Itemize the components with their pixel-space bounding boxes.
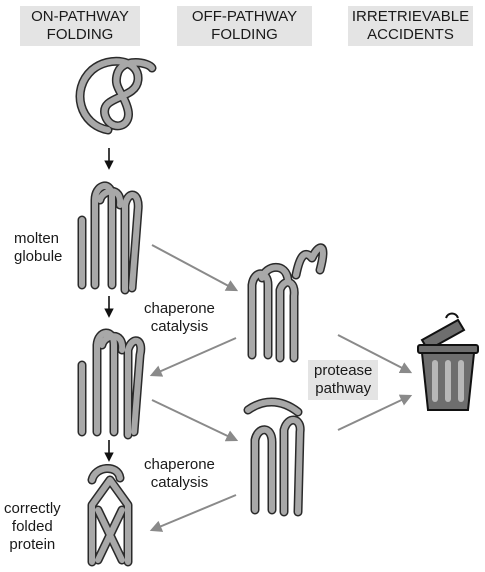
label-correctly-folded-protein: correctly folded protein xyxy=(4,500,61,554)
label-line: catalysis xyxy=(144,318,215,336)
label-chaperone-catalysis-2: chaperone catalysis xyxy=(144,456,215,492)
unfolded-chain xyxy=(80,61,152,130)
misfolded-protein-2 xyxy=(248,402,300,512)
misfolded-protein-1 xyxy=(252,248,323,358)
label-line: correctly xyxy=(4,500,61,518)
label-line: molten xyxy=(14,230,62,248)
correctly-folded-protein xyxy=(92,468,128,562)
folding-intermediate-protein xyxy=(82,333,141,435)
arrow-misfold-1-to-intermediate xyxy=(152,338,236,375)
arrow-misfold-2-to-bin xyxy=(338,396,410,430)
label-line: folded xyxy=(4,518,61,536)
label-line: pathway xyxy=(314,380,372,398)
label-line: chaperone xyxy=(144,456,215,474)
label-line: protein xyxy=(4,536,61,554)
label-line: globule xyxy=(14,248,62,266)
label-molten-globule: molten globule xyxy=(14,230,62,266)
molten-globule-protein xyxy=(82,186,138,290)
label-protease-pathway: protease pathway xyxy=(308,360,378,400)
arrow-intermediate-to-misfold-2 xyxy=(152,400,236,440)
label-chaperone-catalysis-1: chaperone catalysis xyxy=(144,300,215,336)
arrow-molten-to-misfold-1 xyxy=(152,245,236,290)
label-line: protease xyxy=(314,362,372,380)
trash-bin-icon xyxy=(418,314,478,411)
label-line: chaperone xyxy=(144,300,215,318)
label-line: catalysis xyxy=(144,474,215,492)
arrow-misfold-2-to-folded xyxy=(152,495,236,530)
